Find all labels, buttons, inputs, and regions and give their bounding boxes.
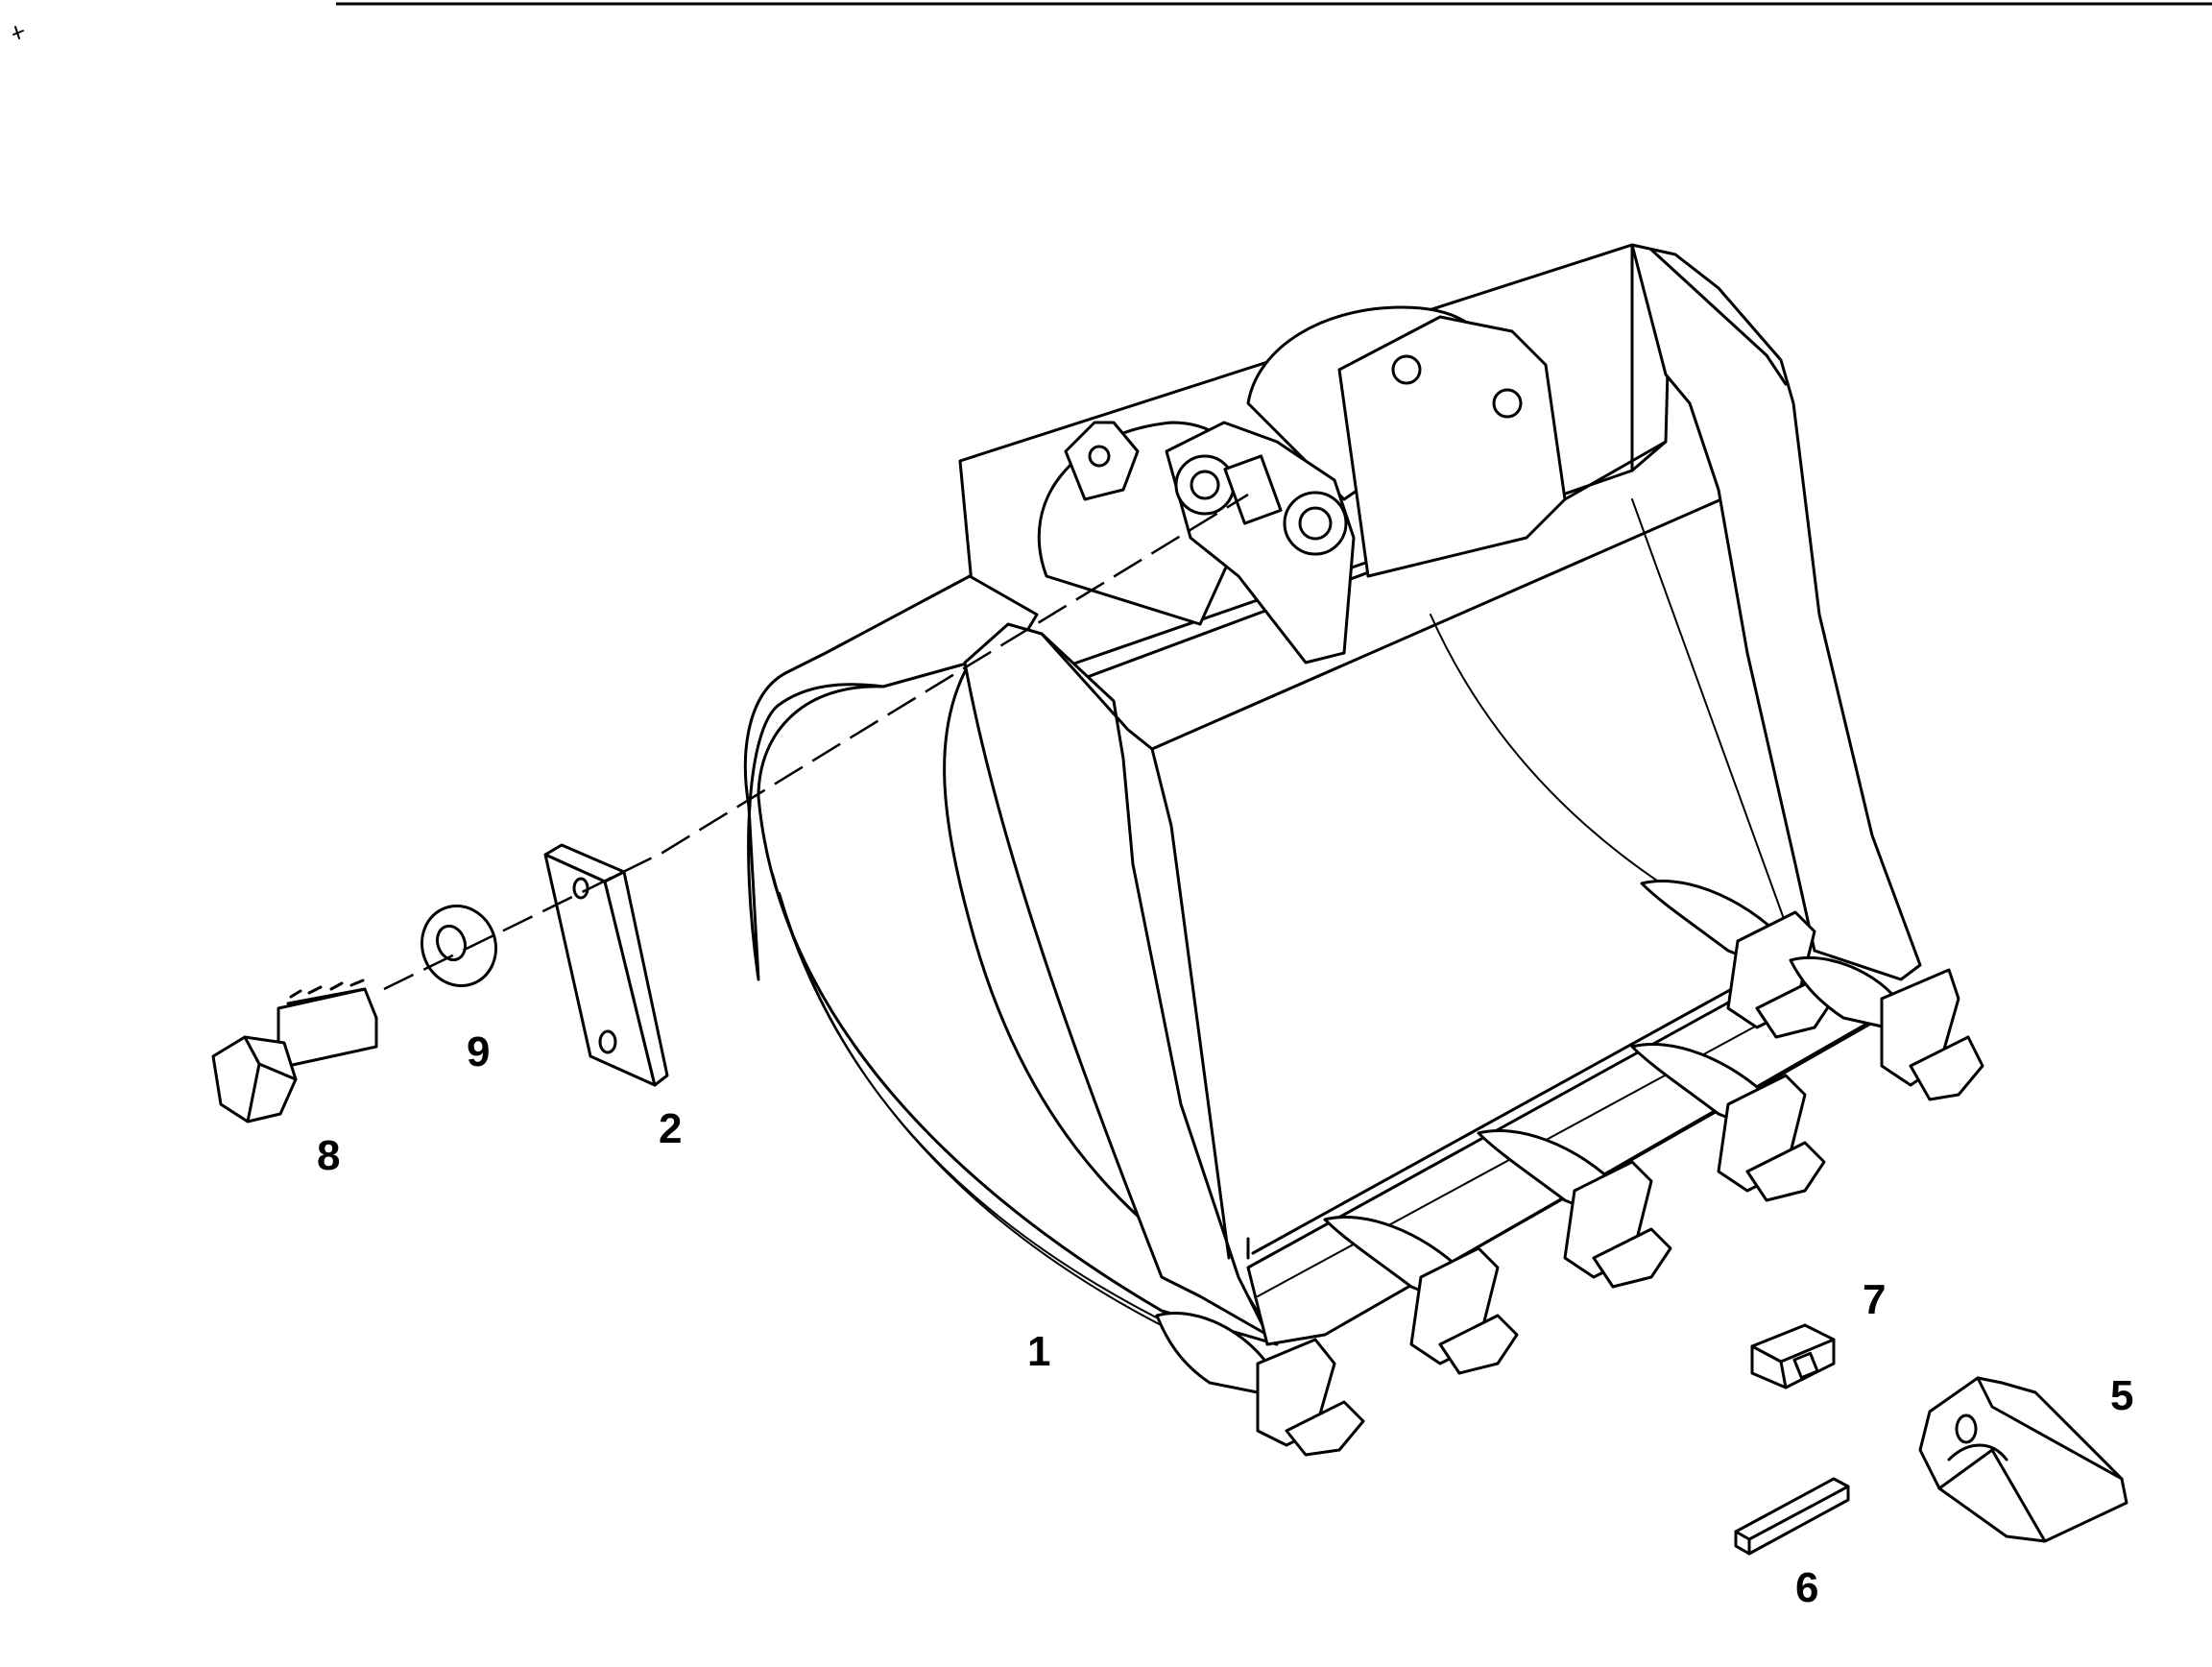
callout-2: 2 <box>659 1105 682 1152</box>
callout-8: 8 <box>317 1132 340 1179</box>
bolt-part-8 <box>211 978 378 1123</box>
callout-1: 1 <box>1027 1328 1050 1375</box>
washer-part-9 <box>421 904 497 988</box>
tooth-part-5 <box>1918 1376 2128 1543</box>
corner-mark <box>12 26 24 39</box>
tooth-adapter-1 <box>1323 1216 1519 1375</box>
bucket-part-1 <box>743 243 1922 1346</box>
tooth-adapter-3 <box>1630 1043 1826 1202</box>
retainer-part-7 <box>1750 1323 1836 1389</box>
plate-part-2 <box>543 843 669 1087</box>
pin-part-6 <box>1734 1477 1850 1556</box>
callout-9: 9 <box>467 1028 490 1075</box>
assembly-centerline <box>383 493 1249 991</box>
side-cutter-right <box>1789 955 1984 1101</box>
callout-7: 7 <box>1863 1276 1886 1323</box>
tooth-adapter-2 <box>1477 1129 1672 1289</box>
side-cutter-left <box>1155 1311 1365 1457</box>
callout-5: 5 <box>2110 1372 2133 1419</box>
callout-6: 6 <box>1795 1564 1818 1611</box>
